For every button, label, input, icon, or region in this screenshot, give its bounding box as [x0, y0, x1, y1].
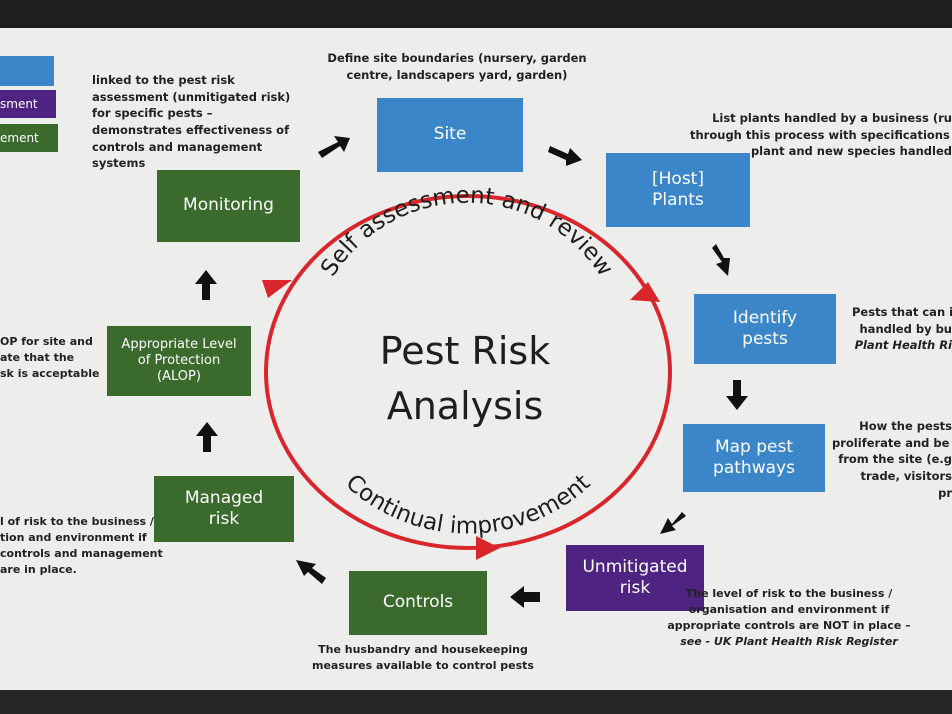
note-site-line: Define site boundaries (nursery, garden: [327, 51, 587, 65]
center-title-line2: Analysis: [386, 384, 544, 429]
node-alop-line2: of Protection: [137, 352, 221, 368]
note-unmitigated-line: The level of risk to the business /: [685, 587, 893, 600]
note-managed-line: l of risk to the business /: [0, 515, 154, 528]
note-managed-line: tion and environment if: [0, 530, 147, 544]
arrow-unmitigated-controls: [510, 586, 540, 608]
node-map-pathways: Map pest pathways: [683, 424, 825, 492]
arrow-site-plants: [548, 146, 582, 166]
note-identify: Pests that can i handled by bu Plant Hea…: [852, 304, 952, 354]
legend-green-label: ement: [0, 130, 39, 145]
note-pathways-line: from the site (e.g: [838, 452, 952, 467]
node-host-plants-line1: [Host]: [652, 168, 704, 189]
note-pathways-line: pr: [938, 485, 952, 500]
node-map-line1: Map pest: [714, 436, 794, 457]
note-pathways-line: proliferate and be t: [832, 435, 952, 450]
flow-arrows: [195, 136, 748, 608]
ring-arrowhead-left: [262, 280, 292, 298]
node-alop: Appropriate Level of Protection (ALOP): [107, 326, 251, 396]
ring-top-text: Self assessment and review: [316, 183, 618, 281]
note-monitoring-line: controls and management: [92, 139, 263, 154]
note-alop: OP for site and ate that the sk is accep…: [0, 334, 100, 382]
note-monitoring-line: systems: [92, 156, 146, 171]
node-site: Site: [377, 98, 523, 172]
note-managed: l of risk to the business / tion and env…: [0, 514, 170, 578]
node-controls: Controls: [349, 571, 487, 635]
node-identify-pests: Identify pests: [694, 294, 836, 364]
center-title-line1: Pest Risk: [379, 329, 551, 373]
legend-purple: sment: [0, 90, 56, 118]
node-map-line2: pathways: [713, 458, 795, 478]
note-unmitigated-line: organisation and environment if: [688, 602, 890, 616]
ring-circle: [264, 194, 672, 550]
node-host-plants-line2: Plants: [652, 190, 704, 210]
note-monitoring-line: linked to the pest risk: [92, 73, 235, 87]
arrow-identify-map: [726, 380, 748, 410]
node-controls-label: Controls: [382, 592, 454, 613]
arrow-managed-alop: [196, 422, 218, 452]
note-plants-line: List plants handled by a business (ru: [712, 111, 952, 125]
note-alop-line: sk is acceptable: [0, 366, 100, 380]
note-monitoring-line: demonstrates effectiveness of: [92, 123, 290, 138]
note-monitoring: linked to the pest risk assessment (unmi…: [92, 72, 302, 172]
note-plants: List plants handled by a business (ru th…: [690, 110, 952, 160]
note-plants-line: plant and new species handled: [750, 144, 952, 159]
center-title: Pest Risk Analysis: [340, 324, 590, 434]
note-monitoring-line: assessment (unmitigated risk): [92, 89, 291, 104]
node-site-label: Site: [433, 124, 467, 145]
legend-blue: [0, 56, 54, 86]
note-unmitigated-line: see - UK Plant Health Risk Register: [680, 634, 898, 648]
node-unmitigated-line1: Unmitigated: [582, 556, 688, 577]
note-unmitigated-line: appropriate controls are NOT in place –: [667, 618, 911, 632]
node-identify-line1: Identify: [732, 307, 798, 328]
node-monitoring: Monitoring: [157, 170, 300, 242]
note-controls-line: measures available to control pests: [312, 658, 534, 672]
note-managed-line: are in place.: [0, 562, 77, 576]
arrow-map-unmitigated: [660, 512, 686, 534]
note-site-line: centre, landscapers yard, garden): [346, 67, 568, 82]
node-monitoring-label: Monitoring: [183, 195, 274, 216]
node-managed-line2: risk: [208, 509, 240, 529]
node-identify-line2: pests: [742, 329, 788, 349]
note-managed-line: controls and management: [0, 546, 163, 560]
note-pathways: How the pests proliferate and be t from …: [832, 418, 952, 501]
note-plants-line: through this process with specifications…: [690, 127, 952, 142]
legend-purple-label: sment: [0, 96, 38, 111]
note-identify-line: Plant Health Ri: [854, 338, 952, 353]
arrow-controls-managed: [296, 560, 326, 584]
note-site: Define site boundaries (nursery, garden …: [326, 50, 588, 83]
node-alop-line1: Appropriate Level: [121, 336, 237, 352]
arrow-monitoring-site: [318, 136, 350, 158]
node-alop-line3: (ALOP): [157, 369, 201, 385]
note-alop-line: OP for site and: [0, 335, 93, 348]
ring-arrowhead-bottom: [476, 536, 500, 560]
legend-green: ement: [0, 124, 58, 152]
note-alop-line: ate that the: [0, 350, 75, 364]
note-unmitigated: The level of risk to the business / orga…: [666, 586, 912, 650]
note-controls-line: The husbandry and housekeeping: [318, 643, 528, 656]
node-unmitigated-risk: Unmitigated risk: [566, 545, 704, 611]
note-monitoring-line: for specific pests –: [92, 106, 213, 121]
note-pathways-line: How the pests: [859, 419, 952, 433]
note-identify-line: handled by bu: [859, 321, 952, 336]
node-host-plants: [Host] Plants: [606, 153, 750, 227]
note-controls: The husbandry and housekeeping measures …: [310, 642, 536, 674]
node-unmitigated-line2: risk: [619, 578, 651, 598]
node-managed-risk: Managed risk: [154, 476, 294, 542]
arrow-plants-identify: [712, 244, 730, 276]
arrow-alop-monitoring: [195, 270, 217, 300]
note-identify-line: Pests that can i: [852, 305, 952, 319]
monitor-bezel-bottom: [0, 690, 952, 714]
ring-arrowhead-right: [630, 282, 660, 302]
monitor-bezel-top: [0, 0, 952, 30]
note-pathways-line: trade, visitors: [860, 469, 952, 484]
node-managed-line1: Managed: [184, 487, 264, 508]
